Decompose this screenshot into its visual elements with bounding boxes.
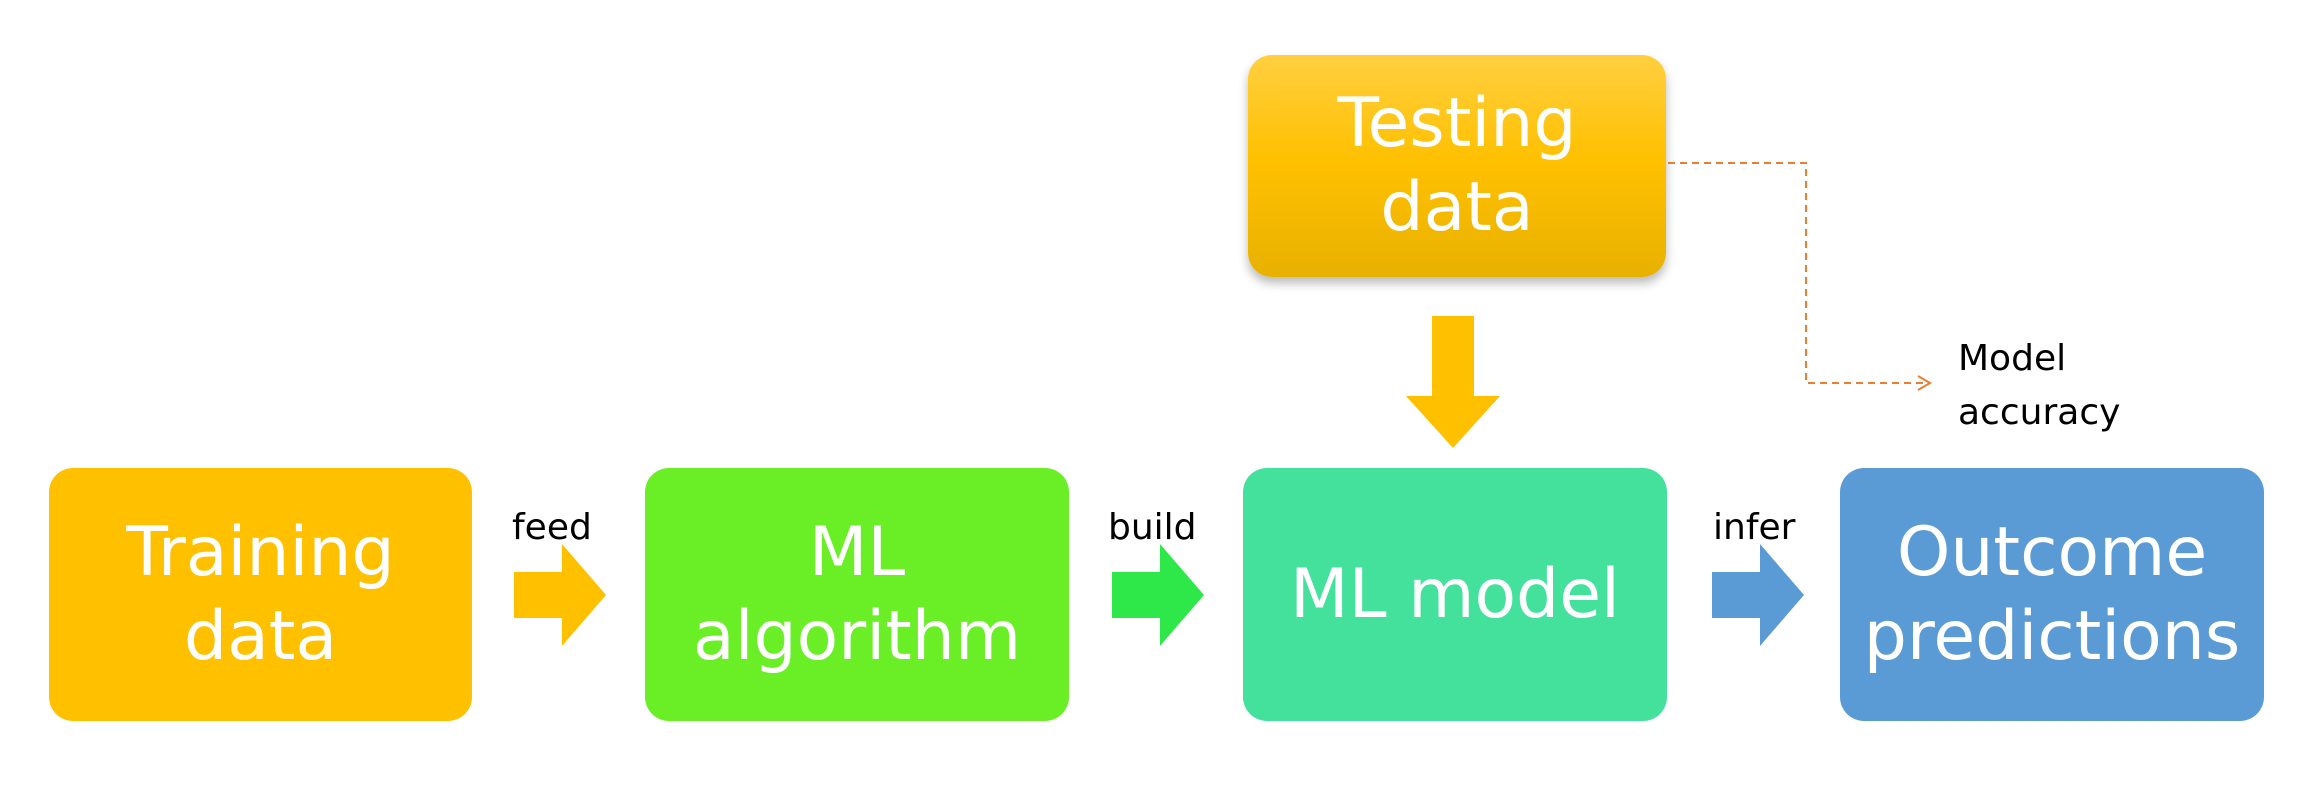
- accuracy-arrowhead-icon: [1917, 375, 1932, 391]
- ml-model-label: ML model: [1290, 554, 1620, 634]
- training-data-label: Training data: [126, 512, 395, 676]
- test-down-arrow-icon: [1406, 316, 1500, 448]
- infer-label: infer: [1713, 507, 1796, 548]
- feed-label: feed: [512, 507, 592, 548]
- testing-data-box: Testing data: [1248, 55, 1666, 277]
- ml-model-box: ML model: [1243, 468, 1667, 721]
- outcome-predictions-label: Outcome predictions: [1863, 512, 2241, 676]
- outcome-predictions-box: Outcome predictions: [1840, 468, 2264, 721]
- ml-algorithm-box: ML algorithm: [645, 468, 1069, 721]
- accuracy-dashed-connector: [1668, 162, 1928, 384]
- ml-algorithm-label: ML algorithm: [692, 512, 1022, 676]
- model-accuracy-label: Model accuracy: [1958, 338, 2121, 433]
- build-label: build: [1108, 507, 1197, 548]
- testing-data-label: Testing data: [1337, 84, 1577, 247]
- feed-arrow-icon: [514, 544, 606, 646]
- training-data-box: Training data: [49, 468, 472, 721]
- build-arrow-icon: [1112, 544, 1204, 646]
- infer-arrow-icon: [1712, 544, 1804, 646]
